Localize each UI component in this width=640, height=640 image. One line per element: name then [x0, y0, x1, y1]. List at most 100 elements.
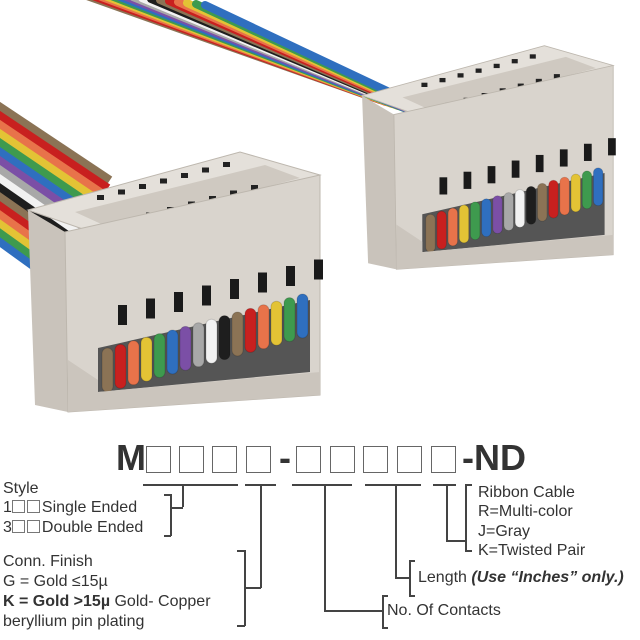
wire-end [218, 315, 231, 361]
bracket [244, 550, 246, 626]
leader-line [446, 484, 448, 541]
leader-line [260, 484, 262, 588]
contact-slot [202, 285, 211, 306]
wire-end [548, 179, 559, 219]
style-title: Style [3, 480, 39, 497]
cable-wire [0, 119, 109, 200]
bracket [465, 550, 472, 552]
connector-side [362, 95, 397, 270]
pin-hole [529, 54, 536, 59]
pn-box [246, 446, 271, 473]
pn-box [431, 446, 456, 473]
pn-box [397, 446, 422, 473]
leader-line [324, 610, 383, 612]
contact-slot [314, 259, 323, 280]
connector-side [28, 210, 68, 412]
length-label: Length (Use “Inches” only.) [418, 569, 624, 587]
leader-line [395, 484, 397, 578]
contact-slot [535, 154, 544, 173]
bracket [237, 550, 245, 552]
wire-end [114, 343, 127, 389]
finish-gold: G = Gold ≤15µ [3, 573, 108, 590]
cable-wire [0, 128, 107, 208]
ribbon-cable-assembly-image [0, 0, 616, 413]
contact-slot [511, 160, 520, 178]
leader-line [395, 577, 410, 579]
contact-slot [118, 305, 127, 325]
cable-wire [0, 101, 113, 184]
code-box [26, 520, 40, 533]
contact-slot [583, 143, 592, 161]
finish-k-code: K = Gold >15µ [3, 593, 111, 610]
connector-lip [396, 224, 614, 270]
connector-right [360, 45, 616, 270]
wire-end [458, 204, 470, 244]
bracket [409, 595, 415, 597]
style-code: 3 [3, 519, 12, 536]
wire-end [270, 300, 283, 346]
pin-hole [139, 184, 146, 189]
wire-end [470, 201, 481, 241]
leader-line [182, 484, 184, 507]
divider [365, 484, 421, 486]
bracket [382, 627, 388, 629]
cable-wire [0, 110, 111, 192]
wire-end [244, 307, 257, 353]
finish-k: K = Gold >15µ Gold- Copper [3, 593, 211, 611]
leader-line [170, 507, 183, 509]
wire-end [257, 304, 270, 350]
leader-line [244, 587, 261, 589]
pin-hole [223, 162, 230, 167]
wire-end [570, 173, 581, 213]
wire-end [127, 340, 140, 386]
wire-end [296, 293, 309, 339]
contact-slot [258, 272, 267, 293]
finish-k-desc: Gold- Copper [110, 593, 211, 610]
pn-box [212, 446, 237, 473]
wire-end [436, 210, 447, 250]
finish-k-line2: beryllium pin plating [3, 613, 145, 630]
contact-slot [463, 171, 472, 189]
bracket [164, 535, 171, 537]
cable-title: Ribbon Cable [478, 484, 575, 501]
bracket [382, 595, 388, 597]
wire-end [492, 195, 503, 234]
wire-end [514, 189, 526, 228]
wire-end [503, 192, 514, 231]
pin-hole [475, 68, 482, 73]
style-code: 1 [3, 499, 12, 516]
contact-slot [230, 279, 239, 299]
pin-hole [553, 74, 560, 79]
pin-hole [251, 185, 258, 190]
bracket [382, 595, 384, 628]
bracket [465, 484, 467, 551]
wire-end [425, 213, 436, 253]
connector-top-recess [75, 165, 300, 228]
part-prefix: M [116, 437, 146, 478]
wire-end [101, 347, 114, 393]
wire-end [192, 322, 205, 368]
contact-slot [286, 266, 295, 286]
code-box [11, 520, 25, 533]
wire-end [179, 325, 192, 371]
divider [433, 484, 456, 486]
wire-end [231, 311, 244, 357]
style-label: Double Ended [41, 519, 144, 536]
bracket [465, 484, 472, 486]
style-label: Single Ended [41, 499, 138, 516]
part-separator: - [279, 437, 291, 478]
wire-end [447, 207, 458, 247]
bracket [409, 560, 415, 562]
contacts-label: No. Of Contacts [387, 602, 501, 619]
pin-hole [202, 167, 209, 173]
bracket [409, 560, 411, 596]
pin-hole [493, 63, 500, 69]
style-double: 3 Double Ended [3, 519, 143, 537]
pn-box [330, 446, 355, 473]
contact-slot [146, 298, 155, 319]
cable-multicolor: R=Multi-color [478, 503, 573, 520]
wire-end [581, 170, 593, 210]
pin-hole [97, 195, 104, 200]
divider [143, 484, 238, 486]
part-suffix: -ND [462, 437, 526, 478]
